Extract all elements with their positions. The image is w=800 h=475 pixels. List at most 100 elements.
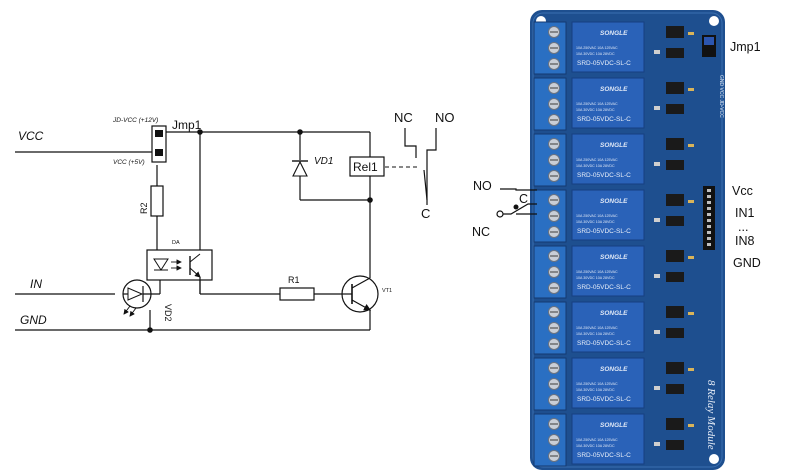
smd-part	[654, 218, 660, 222]
smd-part	[654, 50, 660, 54]
relay-rating: 10A 30VDC 10A 28VDC	[576, 108, 615, 112]
vcc-label: VCC	[18, 129, 44, 143]
smd-part	[654, 442, 660, 446]
pin-gnd-label: GND	[733, 256, 761, 270]
relay-block	[571, 133, 645, 185]
gnd-label: GND	[20, 313, 47, 327]
header-pin	[707, 201, 711, 204]
relay-rating: 10A 250VAC 10A 125VAC	[576, 438, 618, 442]
smd-part	[688, 88, 694, 91]
relay-brand: SONGLE	[600, 30, 628, 37]
jumper-symbol	[151, 125, 167, 163]
mount-hole	[709, 16, 719, 26]
header-pin	[707, 237, 711, 240]
optocoupler-chip	[666, 26, 684, 38]
relay-rating: 10A 30VDC 10A 28VDC	[576, 220, 615, 224]
junction-dot	[367, 197, 373, 203]
relay-brand: SONGLE	[600, 366, 628, 373]
relay-rating: 10A 250VAC 10A 125VAC	[576, 214, 618, 218]
junction-dot	[147, 327, 153, 333]
smd-part	[654, 386, 660, 390]
smd-part	[688, 312, 694, 315]
relay-model: SRD-05VDC-SL-C	[577, 172, 631, 179]
vcc-pin-label: VCC (+5V)	[113, 159, 145, 166]
relay-rating: 10A 250VAC 10A 125VAC	[576, 326, 618, 330]
relay-rating: 10A 30VDC 10A 28VDC	[576, 276, 615, 280]
relay-rating: 10A 250VAC 10A 125VAC	[576, 158, 618, 162]
resistor-r1	[279, 287, 315, 301]
board-no-label: NO	[473, 179, 492, 193]
jumper-cap	[704, 37, 714, 45]
transistor-chip	[666, 216, 684, 226]
pin-vcc-label: Vcc	[732, 184, 753, 198]
optocoupler-chip	[666, 82, 684, 94]
smd-part	[654, 162, 660, 166]
terminal-blocks	[533, 21, 567, 467]
header-pin	[707, 207, 711, 210]
smd-part	[688, 144, 694, 147]
r1-label: R1	[288, 275, 300, 285]
transistor-chip	[666, 384, 684, 394]
relay-block	[571, 413, 645, 465]
pin-in8-label: IN8	[735, 234, 755, 248]
header-pin	[707, 195, 711, 198]
relay-brand: SONGLE	[600, 142, 628, 149]
input-header	[703, 186, 715, 250]
pin-in1-label: IN1	[735, 206, 755, 220]
header-pins	[707, 189, 711, 246]
transistor-vt1	[340, 275, 379, 313]
led-vd2	[122, 279, 161, 317]
relay-brand: SONGLE	[600, 86, 628, 93]
transistor-chip	[666, 272, 684, 282]
relay-blocks: SONGLE 10A 250VAC 10A 125VAC 10A 30VDC 10A…	[571, 21, 645, 465]
optocoupler-chip	[666, 306, 684, 318]
smd-part	[654, 106, 660, 110]
module-title: 8 Relay Module	[705, 380, 717, 450]
jd-vcc-pin-label: JD-VCC (+12V)	[112, 117, 158, 124]
relay-block	[571, 301, 645, 353]
junction-dot	[297, 129, 303, 135]
header-pin	[707, 213, 711, 216]
pin-dots-label: ...	[738, 220, 748, 234]
relay-block	[571, 77, 645, 129]
relay-model: SRD-05VDC-SL-C	[577, 284, 631, 291]
transistor-chip	[666, 160, 684, 170]
transistor-chip	[666, 440, 684, 450]
header-print: GND VCC JD-VCC	[718, 75, 724, 118]
relay-rating: 10A 250VAC 10A 125VAC	[576, 46, 618, 50]
relay-rating: 10A 250VAC 10A 125VAC	[576, 382, 618, 386]
relay-board: SONGLE 10A 250VAC 10A 125VAC 10A 30VDC 10A…	[530, 10, 725, 470]
diode-label: VD1	[314, 156, 333, 167]
relay-block	[571, 189, 645, 241]
board-nc-label: NC	[472, 225, 490, 239]
led-label: VD2	[163, 304, 173, 322]
smd-part	[688, 368, 694, 371]
diode-vd1	[292, 160, 308, 177]
mount-hole	[709, 454, 719, 464]
smd-part	[654, 330, 660, 334]
r2-label: R2	[139, 202, 149, 214]
optocoupler-chip	[666, 250, 684, 262]
optocoupler-chip	[666, 194, 684, 206]
relay-block	[571, 21, 645, 73]
relay-brand: SONGLE	[600, 254, 628, 261]
relay-model: SRD-05VDC-SL-C	[577, 452, 631, 459]
relay-rating: 10A 30VDC 10A 28VDC	[576, 52, 615, 56]
relay-rating: 10A 250VAC 10A 125VAC	[576, 270, 618, 274]
smd-part	[688, 32, 694, 35]
board-contact-overlay	[496, 188, 537, 218]
schematic: JD-VCC (+12V) VCC (+5V) Jmp1 VCC R2 DA	[15, 110, 455, 333]
optocoupler-chip	[666, 418, 684, 430]
header-pin	[707, 225, 711, 228]
relay-block	[571, 357, 645, 409]
jumper-label: Jmp1	[172, 118, 202, 132]
no-label: NO	[435, 110, 455, 125]
relay-brand: SONGLE	[600, 422, 628, 429]
board-jumper-label: Jmp1	[730, 40, 761, 54]
relay-rating: 10A 30VDC 10A 28VDC	[576, 444, 615, 448]
relay-model: SRD-05VDC-SL-C	[577, 116, 631, 123]
header-pin	[707, 189, 711, 192]
relay-model: SRD-05VDC-SL-C	[577, 60, 631, 67]
transistor-chip	[666, 328, 684, 338]
